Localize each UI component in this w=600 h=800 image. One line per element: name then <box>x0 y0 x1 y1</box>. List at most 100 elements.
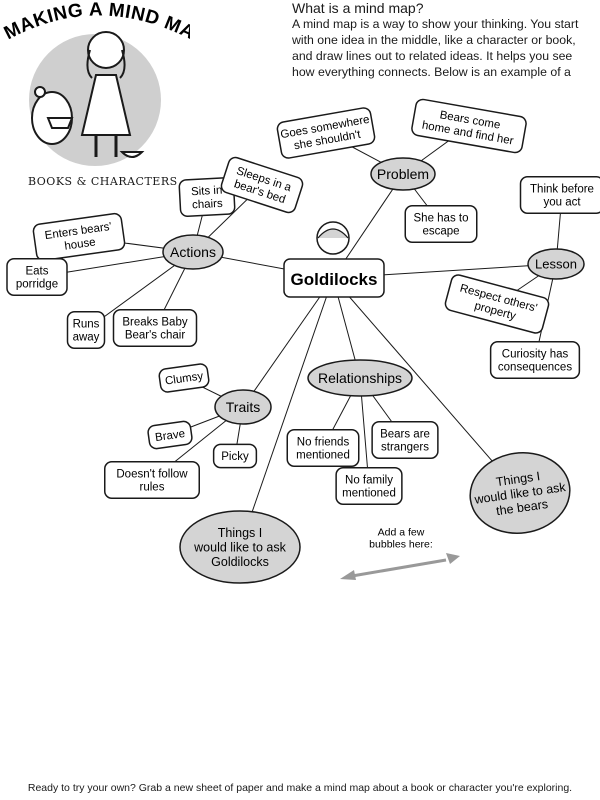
idea-box-outline <box>411 98 527 154</box>
idea-box-outline <box>404 205 478 243</box>
idea-box: Runs away <box>66 311 106 349</box>
idea-box-outline <box>371 421 439 459</box>
topic-label: would like to ask <box>193 540 286 554</box>
hint-text: Add a few <box>378 527 425 539</box>
topic-oval: Actions <box>162 234 224 270</box>
idea-box-outline <box>276 107 376 159</box>
topic-oval: Problem <box>370 157 436 191</box>
idea-box: Bears are strangers <box>371 421 439 459</box>
idea-box-outline <box>489 341 581 379</box>
idea-text: Eats <box>25 265 48 277</box>
footer-text: Ready to try your own? Grab a new sheet … <box>27 782 573 794</box>
idea-text: Clumsy <box>164 370 204 387</box>
topic-oval-shape <box>179 510 301 584</box>
topic-oval-shape <box>469 452 571 534</box>
idea-text: chairs <box>192 198 224 212</box>
topic-oval: Lesson <box>527 248 585 280</box>
topic-oval-shape <box>162 234 224 270</box>
idea-box: Think before you act <box>519 176 600 214</box>
idea-text: Think before <box>530 183 594 195</box>
center-box <box>283 258 385 298</box>
topic-oval-shape <box>370 157 436 191</box>
idea-text: mentioned <box>296 450 350 462</box>
idea-box: No friends mentioned <box>286 429 360 467</box>
topic-label: Things I <box>495 469 541 489</box>
idea-text: consequences <box>498 362 572 374</box>
topic-oval-shape <box>307 359 413 397</box>
idea-text: Bears are <box>380 428 430 440</box>
idea-box: Brave <box>147 420 193 450</box>
topic-oval-shape <box>527 248 585 280</box>
logo-illustration: MAKING A MIND MAP: <box>0 0 198 166</box>
idea-box-outline <box>220 156 304 214</box>
center-node: Goldilocks <box>283 221 385 298</box>
branch-relationships: No friends mentioned Bears are strangers No … <box>286 359 439 505</box>
idea-box-outline <box>66 311 106 349</box>
idea-box: Doesn't follow rules <box>104 461 200 499</box>
arrowheads-icon <box>340 553 460 580</box>
idea-box-outline <box>112 309 198 347</box>
idea-text: Bear's chair <box>125 330 186 342</box>
idea-box-outline <box>104 461 200 499</box>
topic-label: Relationships <box>318 370 402 386</box>
idea-text: rules <box>140 482 165 494</box>
idea-box: She has to escape <box>404 205 478 243</box>
topic-label: Lesson <box>535 257 577 272</box>
logo-subtitle: BOOKS & CHARACTERS <box>28 175 178 188</box>
idea-box: Clumsy <box>158 363 210 393</box>
idea-box: Enters bears'house <box>32 212 126 262</box>
intro-section: What is a mind map? A mind map is a way … <box>292 0 597 80</box>
idea-text: No friends <box>297 436 350 448</box>
topic-label: Problem <box>377 166 429 182</box>
idea-box-outline <box>286 429 360 467</box>
connector-line <box>332 277 521 494</box>
logo: MAKING A MIND MAP: BOOKS & CHARACTERS <box>0 0 198 195</box>
idea-text: Brave <box>154 428 185 444</box>
idea-text: escape <box>422 226 459 238</box>
idea-text: Curiosity has <box>502 348 569 360</box>
idea-box-outline <box>335 467 403 505</box>
intro-body: A mind map is a way to show your thinkin… <box>292 17 579 79</box>
idea-box-outline <box>444 274 550 334</box>
idea-text: Breaks Baby <box>122 316 187 328</box>
idea-text: away <box>73 332 100 344</box>
idea-text: Runs <box>73 318 100 330</box>
idea-box: Respect others'property <box>444 274 550 334</box>
idea-text: Sits in <box>191 185 223 199</box>
idea-text: Picky <box>221 451 249 463</box>
idea-text: house <box>64 236 97 252</box>
double-arrow-icon <box>351 558 447 578</box>
idea-text: you act <box>543 197 581 209</box>
topic-label: Traits <box>226 399 260 415</box>
topic-oval-shape <box>214 389 272 425</box>
idea-text: mentioned <box>342 488 396 500</box>
idea-text: Doesn't follow <box>116 468 188 480</box>
idea-box: No family mentioned <box>335 467 403 505</box>
idea-text: She has to <box>414 212 469 224</box>
center-label: Goldilocks <box>291 270 378 289</box>
topic-label: Actions <box>170 244 216 260</box>
idea-box-outline <box>32 212 126 262</box>
idea-box-outline <box>6 258 68 296</box>
idea-box: Picky <box>212 443 258 469</box>
connector-line <box>239 277 334 548</box>
idea-text: strangers <box>381 442 429 454</box>
idea-box: Curiosity has consequences <box>489 341 581 379</box>
idea-box-outline <box>158 363 210 393</box>
idea-box-outline <box>147 420 193 450</box>
intro-heading: What is a mind map? <box>292 0 424 16</box>
idea-text: No family <box>345 474 393 486</box>
topic-oval: Relationships <box>307 359 413 397</box>
